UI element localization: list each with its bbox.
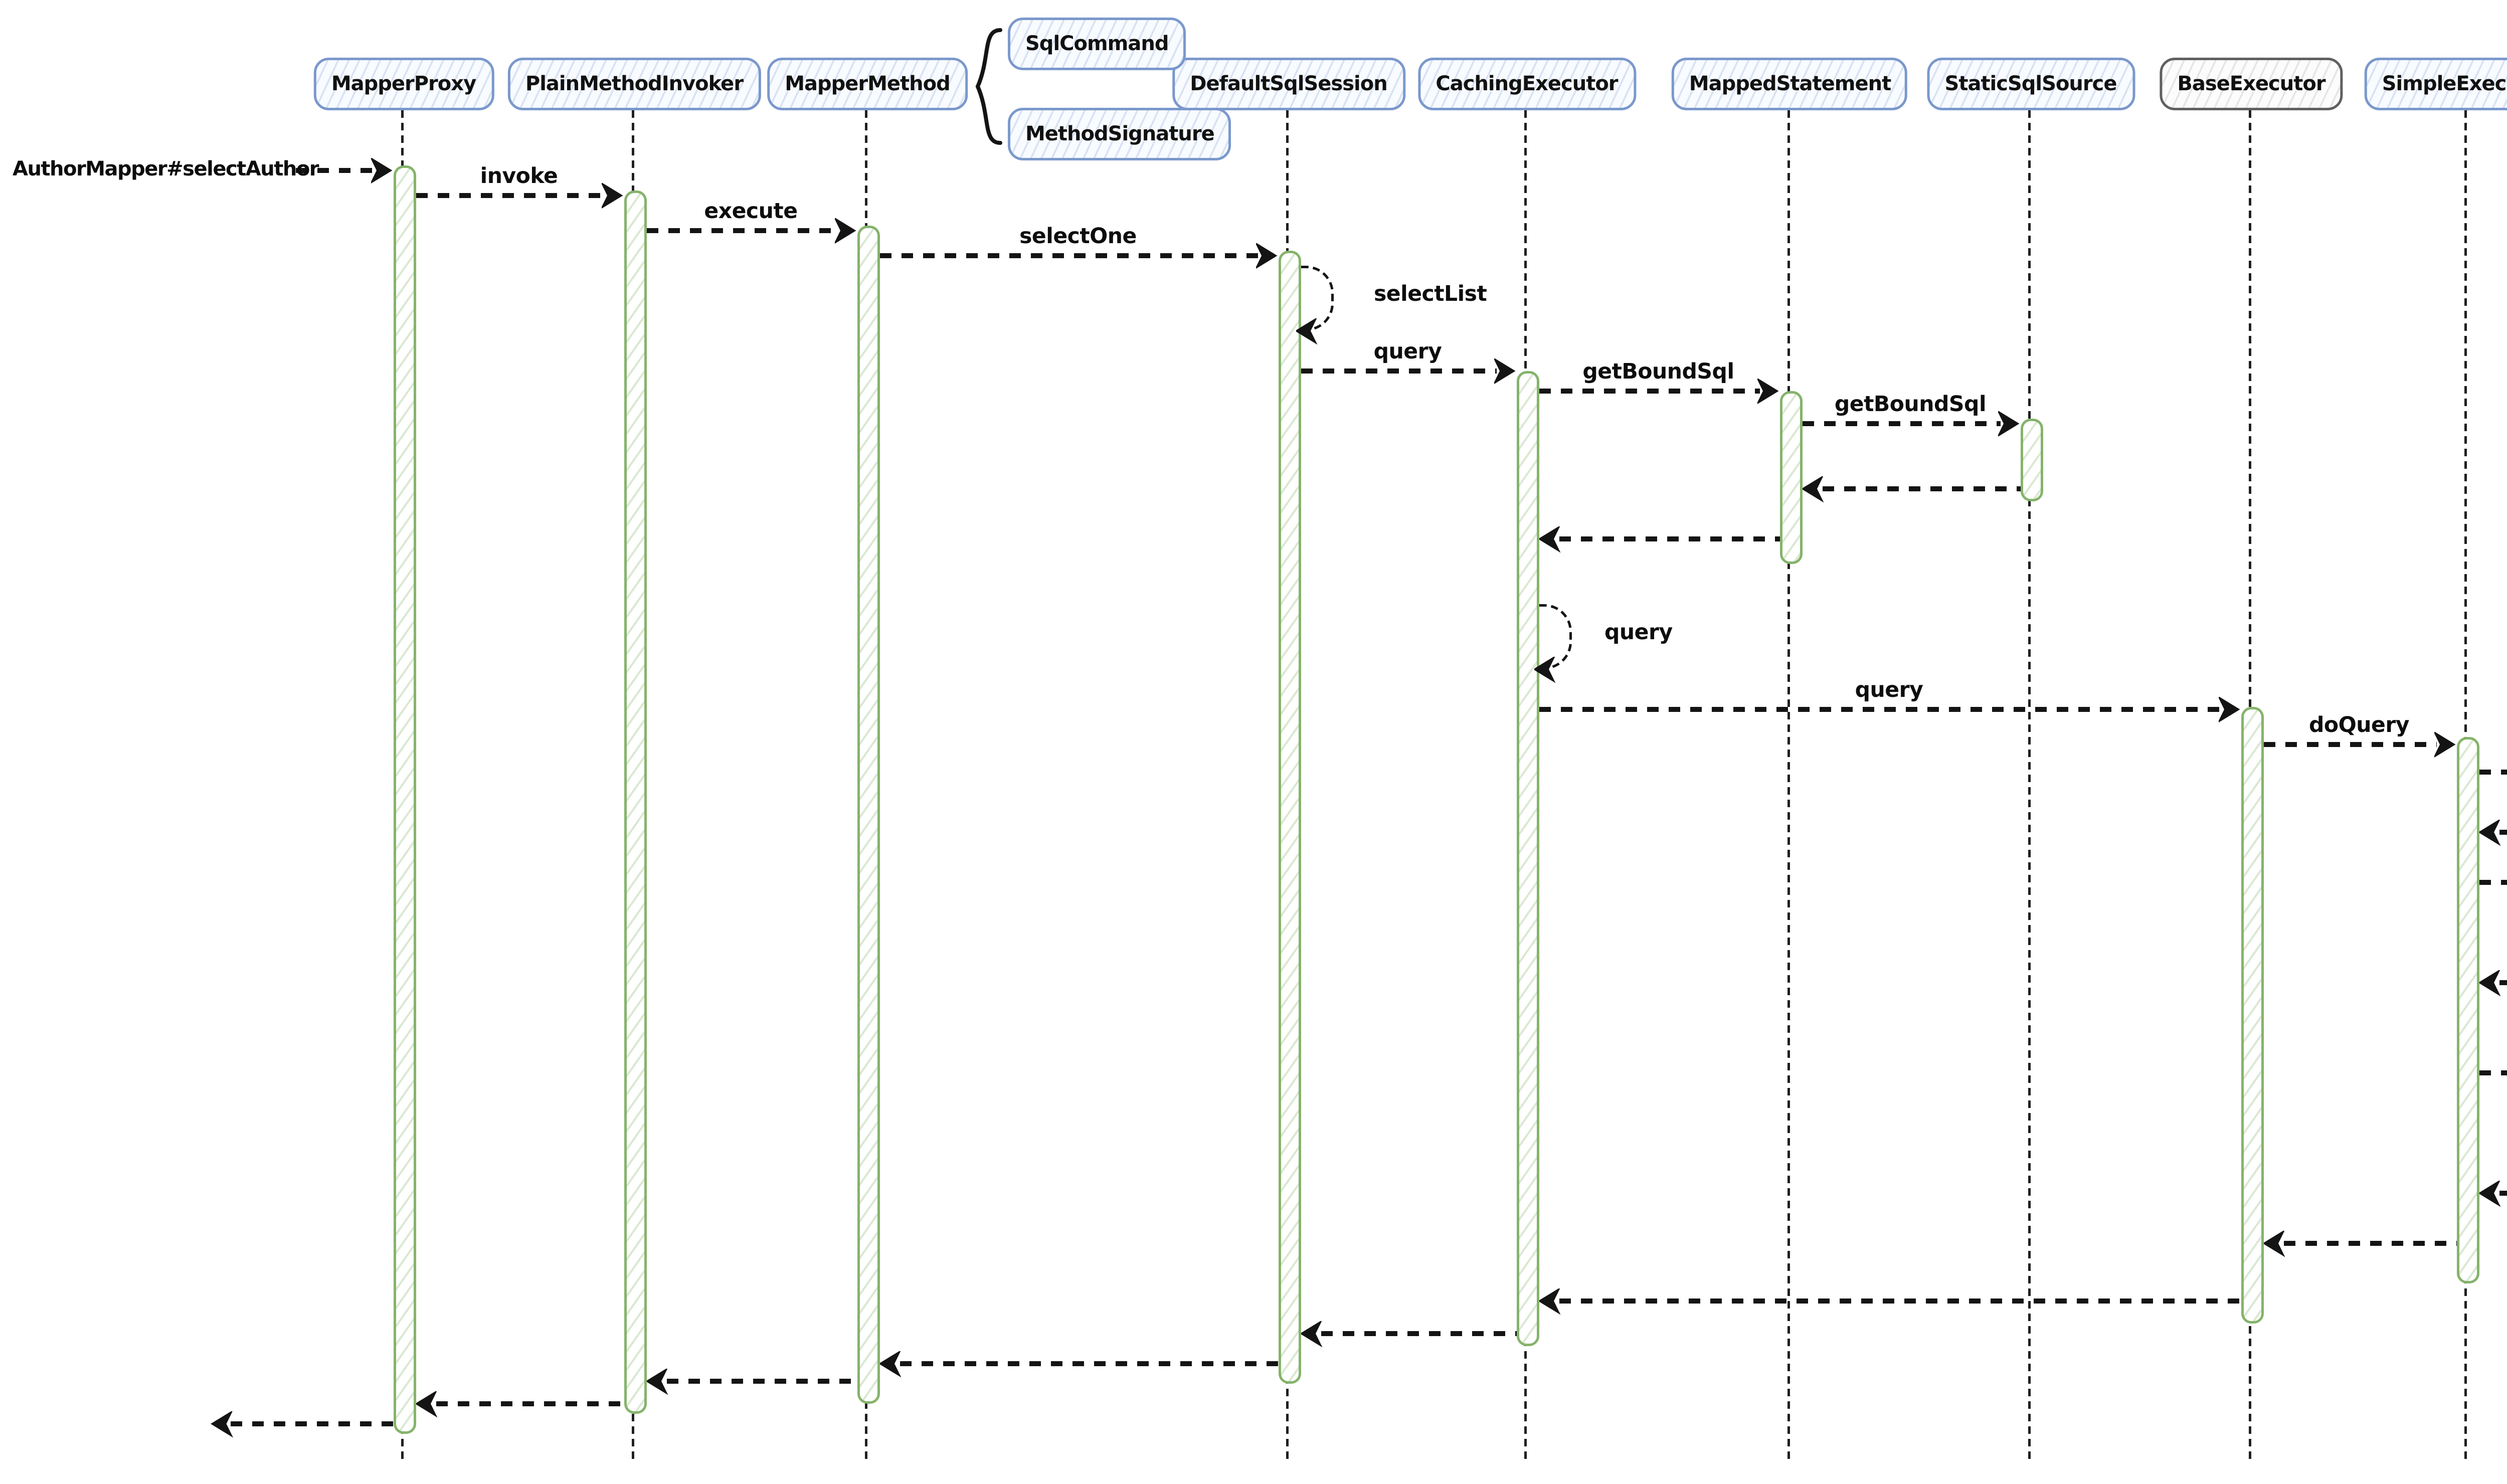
message-arrow-invoke-1 — [415, 192, 603, 199]
message-label-selectOne-3: selectOne — [1019, 224, 1137, 250]
lifeline-MappedStatement — [1787, 110, 1790, 1459]
activation-bar-CachingExecutor-4 — [1515, 371, 1538, 1346]
annotation-box-MethodSignature: MethodSignature — [1008, 108, 1232, 160]
participant-BaseExecutor: BaseExecutor — [2160, 58, 2343, 110]
message-label-AuthorMapper#selectAuthor-0: AuthorMapper#selectAuthor — [13, 156, 319, 179]
activation-bar-StaticSqlSource-6 — [2019, 419, 2042, 501]
message-label-selectList-4: selectList — [1374, 283, 1487, 308]
message-arrow-reply-28 — [899, 1360, 1278, 1367]
arrowhead-icon-reply-14 — [2478, 818, 2501, 846]
message-arrow-parameterize-15 — [2478, 879, 2507, 886]
message-arrow-execute-2 — [645, 227, 836, 234]
message-arrow-reply-29 — [665, 1378, 856, 1385]
message-arrow-getBoundSql-7 — [1801, 420, 2000, 427]
arrowhead-icon-reply-8 — [1801, 475, 1824, 503]
activation-bar-SimpleExecutor-8 — [2455, 737, 2478, 1283]
participant-MapperProxy: MapperProxy — [313, 58, 494, 110]
message-label-getBoundSql-6: getBoundSql — [1582, 359, 1734, 385]
message-arrow-prepare-13 — [2478, 769, 2507, 776]
message-label-query-11: query — [1855, 678, 1923, 703]
message-label-prepare-13: prepare — [2478, 741, 2507, 766]
message-arrow-reply-14 — [2498, 829, 2507, 836]
activation-bar-PlainMethodInvoker-1 — [623, 191, 646, 1414]
message-arrow-reply-30 — [435, 1400, 623, 1407]
arrowhead-icon-AuthorMapper#selectAuthor-0 — [370, 156, 393, 184]
activation-bar-MapperProxy-0 — [392, 165, 415, 1434]
participant-MappedStatement: MappedStatement — [1671, 58, 1909, 110]
message-label-getBoundSql-7: getBoundSql — [1834, 392, 1987, 418]
activation-bar-MapperMethod-2 — [856, 226, 879, 1404]
message-label-doQuery-12: doQuery — [2309, 713, 2410, 738]
message-label-query-10: query — [1604, 622, 1673, 647]
message-arrow-query-5 — [1300, 367, 1496, 375]
arrowhead-icon-reply-20 — [2478, 969, 2501, 997]
arrowhead-icon-reply-27 — [1300, 1320, 1323, 1348]
arrowhead-icon-reply-30 — [415, 1390, 438, 1418]
message-arrow-reply-8 — [1821, 485, 2020, 492]
participant-MapperMethod: MapperMethod — [767, 58, 968, 110]
arrowhead-icon-reply-25 — [2262, 1229, 2285, 1257]
message-arrow-selectOne-3 — [878, 252, 1258, 259]
message-label-invoke-1: invoke — [480, 164, 558, 190]
message-arrow-AuthorMapper#selectAuthor-0 — [296, 167, 373, 174]
message-arrow-query-11 — [1538, 706, 2220, 713]
arrowhead-icon-reply-31 — [211, 1410, 233, 1438]
participant-StaticSqlSource: StaticSqlSource — [1927, 58, 2134, 110]
participant-CachingExecutor: CachingExecutor — [1418, 58, 1636, 110]
participant-DefaultSqlSession: DefaultSqlSession — [1172, 58, 1405, 110]
participant-SimpleExecutor: SimpleExecutor — [2364, 58, 2507, 110]
message-arrow-query-21 — [2478, 1069, 2507, 1076]
self-message-loop-query-10 — [1538, 604, 1571, 669]
arrowhead-icon-reply-29 — [645, 1367, 668, 1395]
message-arrow-reply-9 — [1558, 535, 1779, 542]
activation-bar-BaseExecutor-7 — [2240, 707, 2263, 1324]
annotation-box-SqlCommand: SqlCommand — [1008, 18, 1186, 70]
message-arrow-reply-31 — [231, 1420, 393, 1427]
arrowhead-icon-reply-26 — [1538, 1287, 1561, 1315]
message-arrow-getBoundSql-6 — [1538, 388, 1759, 395]
activation-bar-MappedStatement-5 — [1778, 391, 1802, 564]
brace-connector — [975, 28, 1002, 145]
message-label-execute-2: execute — [704, 199, 798, 225]
message-arrow-reply-24 — [2498, 1190, 2507, 1197]
message-arrow-reply-25 — [2282, 1240, 2456, 1247]
message-arrow-reply-26 — [1558, 1297, 2240, 1305]
participant-PlainMethodInvoker: PlainMethodInvoker — [507, 58, 761, 110]
message-label-parameterize-15: parameterize — [2478, 851, 2507, 876]
lifeline-StaticSqlSource — [2028, 110, 2031, 1459]
arrowhead-icon-reply-24 — [2478, 1179, 2501, 1207]
message-arrow-reply-20 — [2498, 979, 2507, 986]
message-label-query-21: query — [2478, 1042, 2507, 1067]
message-arrow-reply-27 — [1320, 1330, 1516, 1337]
activation-bar-DefaultSqlSession-3 — [1277, 251, 1300, 1384]
arrowhead-icon-reply-9 — [1538, 525, 1561, 553]
self-message-loop-selectList-4 — [1300, 266, 1333, 331]
arrowhead-icon-reply-28 — [878, 1350, 902, 1378]
message-label-query-5: query — [1373, 339, 1442, 365]
message-arrow-doQuery-12 — [2262, 741, 2436, 748]
